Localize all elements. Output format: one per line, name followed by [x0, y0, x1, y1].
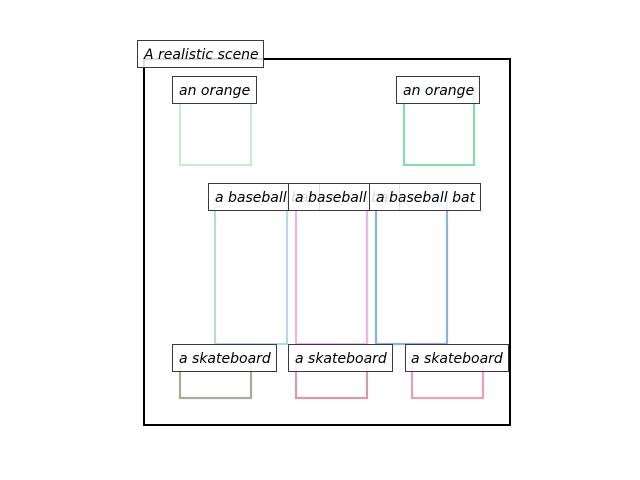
object-label: a skateboard — [179, 351, 271, 367]
scene-title: A realistic scene — [143, 47, 259, 63]
scene-frame — [143, 58, 511, 426]
label-bat-3: a baseball bat — [369, 183, 481, 211]
box-bat-2 — [294, 195, 369, 346]
label-skateboard-3: a skateboard — [405, 344, 509, 372]
object-label: a skateboard — [411, 351, 503, 367]
label-orange-1: an orange — [172, 76, 257, 104]
object-label: a baseball bat — [376, 190, 476, 206]
label-skateboard-2: a skateboard — [288, 344, 393, 372]
object-label: an orange — [179, 83, 250, 99]
object-label: a skateboard — [295, 351, 387, 367]
label-skateboard-1: a skateboard — [172, 344, 277, 372]
box-bat-1 — [213, 195, 289, 346]
label-scene-title: A realistic scene — [137, 40, 264, 68]
object-label: an orange — [403, 83, 474, 99]
box-bat-3 — [374, 195, 449, 346]
object-labels: A realistic scene an orange an orange a … — [137, 40, 509, 372]
label-orange-2: an orange — [396, 76, 480, 104]
